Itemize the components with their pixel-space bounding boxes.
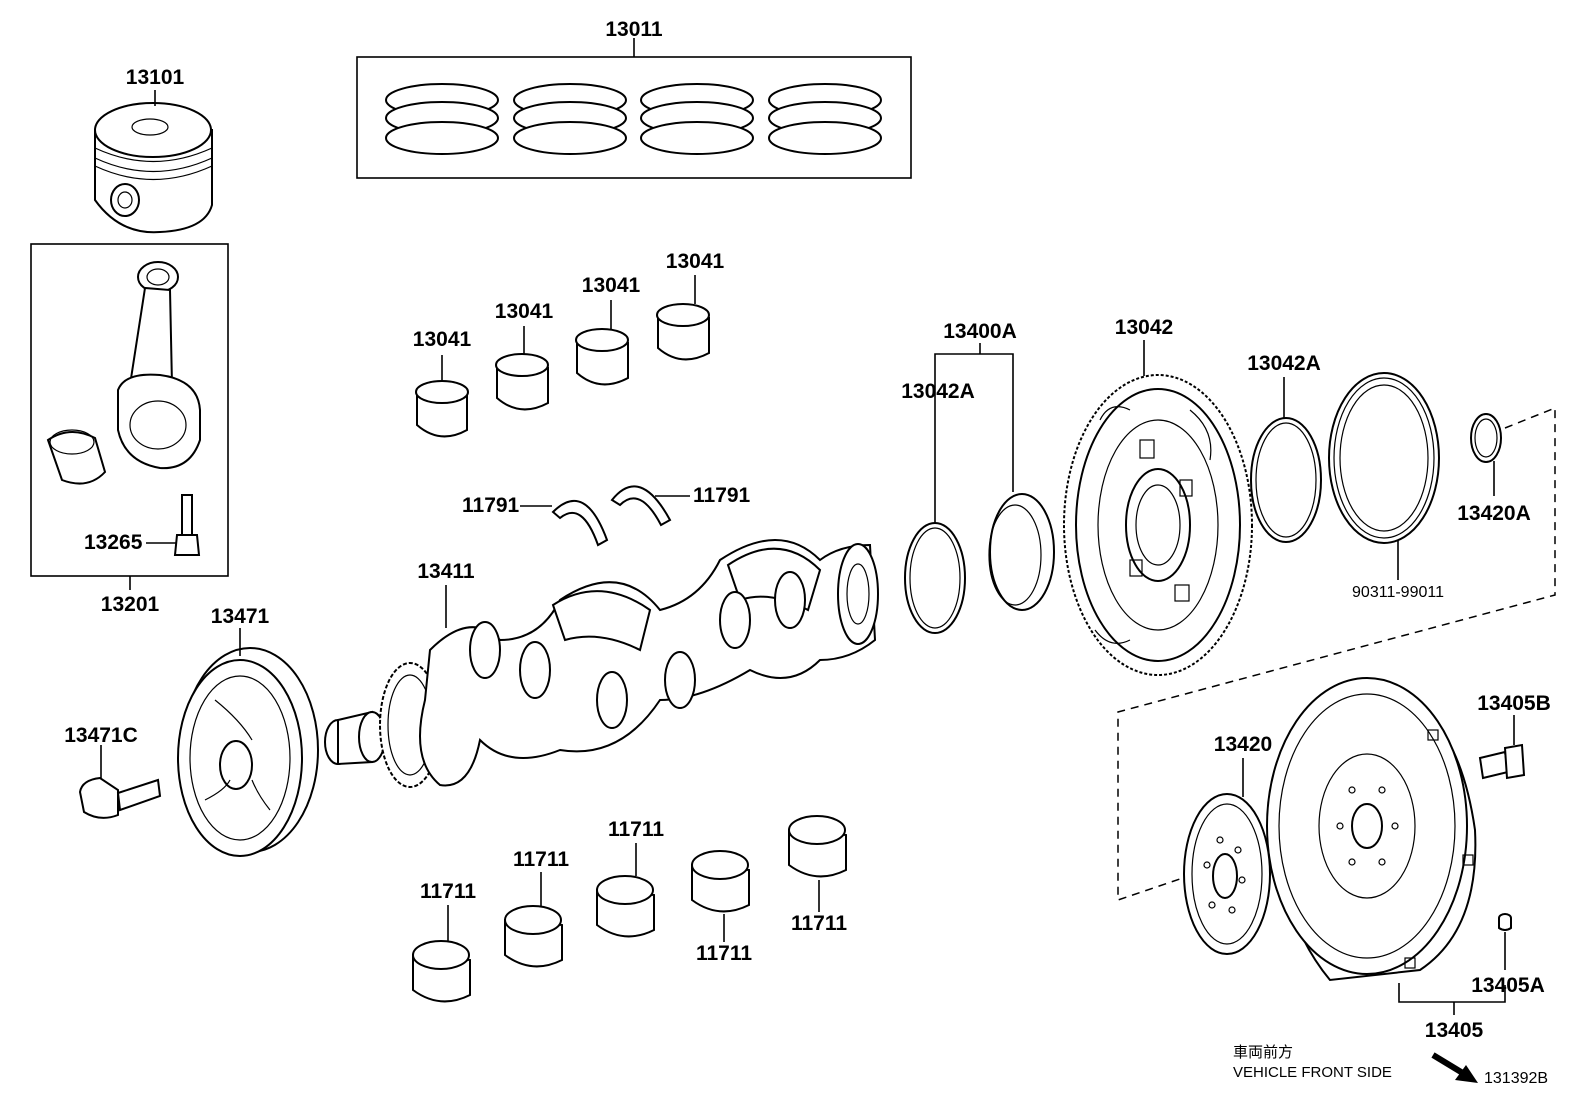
label-plate: 13420 xyxy=(1214,733,1272,756)
label-conrod-bearing-2: 13041 xyxy=(495,300,554,323)
conrod-bolt[interactable] xyxy=(173,494,201,556)
main-bearing-5[interactable] xyxy=(788,815,847,878)
label-flywheel: 13405 xyxy=(1425,1019,1484,1042)
main-bearing-2[interactable] xyxy=(504,905,563,968)
label-bolt-b: 13405B xyxy=(1477,692,1551,715)
label-conrod-bolt: 13265 xyxy=(84,531,143,554)
main-bearing-1[interactable] xyxy=(412,940,471,1003)
label-main-bearing-1: 11711 xyxy=(420,880,476,903)
conrod-bearing-cap[interactable] xyxy=(46,429,107,485)
label-gear-ring: 13042 xyxy=(1115,316,1173,339)
piston[interactable] xyxy=(94,102,213,234)
label-main-bearing-3: 11711 xyxy=(608,818,664,841)
flywheel-pin[interactable] xyxy=(1498,913,1512,931)
direction-label-en: VEHICLE FRONT SIDE xyxy=(1233,1064,1392,1081)
conrod-bearing-3[interactable] xyxy=(575,328,629,386)
label-main-bearing-4: 11711 xyxy=(696,942,752,965)
label-pulley-bolt: 13471C xyxy=(64,724,138,747)
label-conrod-bearing-1: 13041 xyxy=(413,328,472,351)
conrod-bearing-4[interactable] xyxy=(656,303,710,361)
label-piston: 13101 xyxy=(126,66,185,89)
label-main-bearing-5: 11711 xyxy=(791,912,847,935)
label-seal-ring-2: 13042A xyxy=(1247,352,1321,375)
flywheel-bolt[interactable] xyxy=(1478,743,1526,780)
label-ring-set: 13011 xyxy=(605,18,663,41)
diagram-code: 131392B xyxy=(1484,1070,1548,1087)
conrod-bearing-1[interactable] xyxy=(415,380,469,438)
label-main-bearing-2: 11711 xyxy=(513,848,569,871)
flywheel[interactable] xyxy=(1266,677,1477,982)
seal-ring[interactable] xyxy=(904,522,966,634)
main-bearing-3[interactable] xyxy=(596,875,655,938)
oil-seal[interactable] xyxy=(1328,372,1440,544)
front-direction-arrow-icon xyxy=(1431,1052,1478,1083)
pulley-bolt[interactable] xyxy=(78,776,162,819)
thrust-washer-left[interactable] xyxy=(551,500,609,547)
connecting-rod[interactable] xyxy=(117,261,201,470)
piston-ring-set[interactable] xyxy=(385,83,882,155)
drive-plate[interactable] xyxy=(1183,793,1271,955)
assembly-outline xyxy=(1117,406,1556,902)
label-crankshaft: 13411 xyxy=(417,560,475,583)
seal-retainer[interactable] xyxy=(988,493,1055,611)
label-spacer: 13420A xyxy=(1457,502,1531,525)
label-conrod-bearing-4: 13041 xyxy=(666,250,725,273)
label-seal-set: 13400A xyxy=(943,320,1017,343)
label-thrust-washer-left: 11791 xyxy=(462,494,520,517)
label-oil-seal: 90311-99011 xyxy=(1352,584,1444,601)
label-pin: 13405A xyxy=(1471,974,1545,997)
thrust-washer-right[interactable] xyxy=(610,485,672,527)
spacer-ring[interactable] xyxy=(1470,413,1502,463)
conrod-bearing-2[interactable] xyxy=(495,353,549,411)
direction-label-jp: 車両前方 xyxy=(1233,1044,1293,1061)
gear-ring[interactable] xyxy=(1063,374,1253,676)
label-conrod-bearing-3: 13041 xyxy=(582,274,641,297)
label-pulley: 13471 xyxy=(211,605,270,628)
label-seal-ring: 13042A xyxy=(901,380,975,403)
crankshaft[interactable] xyxy=(324,539,879,788)
label-conrod-assy: 13201 xyxy=(101,593,160,616)
main-bearing-4[interactable] xyxy=(691,850,750,913)
crankshaft-pulley[interactable] xyxy=(177,647,319,857)
label-thrust-washer-right: 11791 xyxy=(693,484,751,507)
seal-ring-2[interactable] xyxy=(1250,417,1322,543)
